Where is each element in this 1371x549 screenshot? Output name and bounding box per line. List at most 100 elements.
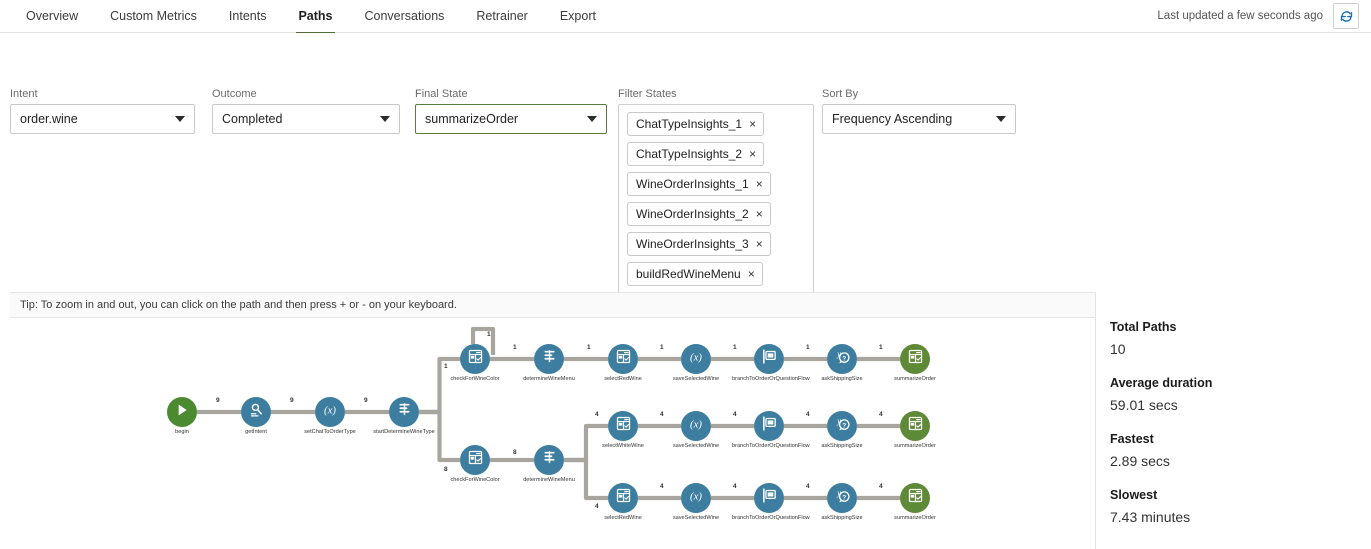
intent-select-value: order.wine	[20, 112, 78, 126]
nav-tab-overview[interactable]: Overview	[26, 9, 79, 23]
filter-state-chip[interactable]: buildRedWineMenu ×	[627, 262, 763, 286]
filter-state-chip[interactable]: WineOrderInsights_2 ×	[627, 202, 771, 226]
top-navigation-bar: Overview Custom Metrics Intents Paths Conver…	[0, 0, 1371, 34]
outcome-filter-group: Outcome Completed	[212, 88, 400, 134]
filter-state-chip[interactable]: WineOrderInsights_3 ×	[627, 232, 771, 256]
card-icon	[467, 348, 484, 370]
graph-node-save2[interactable]: (x)	[681, 411, 711, 441]
graph-node-sum3[interactable]	[900, 483, 930, 513]
variable-icon: (x)	[686, 416, 706, 437]
filter-state-chip-label: WineOrderInsights_2	[636, 207, 749, 221]
graph-node-det2[interactable]	[534, 445, 564, 475]
svg-text:?: ?	[842, 494, 846, 501]
filter-state-chip[interactable]: WineOrderInsights_1×	[627, 172, 771, 196]
stat-title: Average duration	[1110, 376, 1213, 390]
graph-node-branch3[interactable]	[754, 483, 784, 513]
chevron-down-icon	[996, 116, 1006, 122]
filter-states-group: Filter States ChatTypeInsights_1×ChatTyp…	[618, 88, 814, 323]
nav-tab-paths[interactable]: Paths	[282, 0, 348, 34]
remove-chip-icon[interactable]: ×	[749, 147, 757, 161]
graph-node-begin[interactable]	[167, 397, 197, 427]
final-state-select[interactable]: summarizeOrder	[415, 104, 607, 134]
stat-value: 59.01 secs	[1110, 397, 1178, 413]
intent-icon	[248, 401, 265, 423]
variable-icon: (x)	[320, 402, 340, 423]
graph-edge	[419, 356, 460, 415]
svg-text:(x): (x)	[324, 404, 336, 416]
outcome-select-value: Completed	[222, 112, 283, 126]
play-icon	[174, 402, 190, 423]
card-icon	[615, 415, 632, 437]
card-icon	[615, 487, 632, 509]
nav-tab-export[interactable]: Export	[559, 9, 596, 23]
remove-chip-icon[interactable]: ×	[749, 117, 757, 131]
nav-tab-retrainer[interactable]: Retrainer	[476, 9, 528, 23]
svg-text:(x): (x)	[690, 490, 702, 502]
svg-text:?: ?	[842, 355, 846, 362]
graph-node-ship2[interactable]: y?	[827, 411, 857, 441]
graph-node-sum1[interactable]	[900, 344, 930, 374]
sort-by-select[interactable]: Frequency Ascending	[822, 104, 1016, 134]
graph-node-startDet[interactable]	[389, 397, 419, 427]
remove-chip-icon[interactable]: ×	[755, 237, 763, 251]
graph-node-branch2[interactable]	[754, 411, 784, 441]
chevron-down-icon	[587, 116, 597, 122]
graph-node-ship3[interactable]: y?	[827, 483, 857, 513]
graph-edge	[564, 457, 608, 501]
nav-tab-custom-metrics[interactable]: Custom Metrics	[110, 9, 197, 23]
svg-text:(x): (x)	[690, 351, 702, 363]
card-icon	[907, 348, 924, 370]
graph-edge	[564, 423, 608, 463]
intent-filter-group: Intent order.wine	[10, 88, 195, 134]
graph-node-selWhite[interactable]	[608, 411, 638, 441]
filter-state-chip[interactable]: ChatTypeInsights_1 ×	[627, 112, 765, 136]
final-state-select-value: summarizeOrder	[425, 112, 519, 126]
filters-bar: Intent order.wine Outcome Completed Fina…	[0, 33, 1371, 323]
card-icon	[907, 487, 924, 509]
graph-node-ship1[interactable]: y?	[827, 344, 857, 374]
graph-node-selRed2[interactable]	[608, 483, 638, 513]
outcome-select[interactable]: Completed	[212, 104, 400, 134]
graph-node-branch1[interactable]	[754, 344, 784, 374]
refresh-button[interactable]	[1333, 3, 1359, 29]
card-icon	[907, 415, 924, 437]
graph-node-sum2[interactable]	[900, 411, 930, 441]
remove-chip-icon[interactable]: ×	[755, 207, 763, 221]
graph-node-save3[interactable]: (x)	[681, 483, 711, 513]
svg-text:y: y	[836, 349, 841, 359]
intent-select[interactable]: order.wine	[10, 104, 195, 134]
graph-node-chk2[interactable]	[460, 445, 490, 475]
sort-by-group: Sort By Frequency Ascending	[822, 88, 1016, 134]
sort-by-select-value: Frequency Ascending	[832, 112, 953, 126]
filter-state-chip-label: ChatTypeInsights_1	[636, 117, 743, 131]
nav-tab-intents[interactable]: Intents	[228, 9, 267, 23]
menu-icon	[541, 348, 558, 370]
filter-state-chip-label: WineOrderInsights_3	[636, 237, 749, 251]
graph-node-setChat[interactable]: (x)	[315, 397, 345, 427]
graph-node-chk1[interactable]	[460, 344, 490, 374]
card-icon	[615, 348, 632, 370]
tip-text: Tip: To zoom in and out, you can click o…	[20, 299, 457, 311]
nav-tab-conversations[interactable]: Conversations	[364, 9, 445, 23]
filter-state-chip-label: ChatTypeInsights_2	[636, 147, 743, 161]
filter-state-chip[interactable]: ChatTypeInsights_2 ×	[627, 142, 765, 166]
outcome-filter-label: Outcome	[212, 88, 257, 100]
last-updated-label: Last updated a few seconds ago	[1157, 10, 1323, 22]
sort-by-label: Sort By	[822, 88, 859, 100]
stat-title: Slowest	[1110, 488, 1158, 502]
graph-node-getIntent[interactable]	[241, 397, 271, 427]
remove-chip-icon[interactable]: ×	[747, 267, 755, 281]
graph-node-det1[interactable]	[534, 344, 564, 374]
remove-chip-icon[interactable]: ×	[755, 177, 763, 191]
menu-icon	[541, 449, 558, 471]
stat-value: 2.89 secs	[1110, 453, 1170, 469]
filter-states-chips-container[interactable]: ChatTypeInsights_1×ChatTypeInsights_2×Wi…	[618, 104, 814, 323]
graph-node-selRed1[interactable]	[608, 344, 638, 374]
filter-state-chip-label: buildRedWineMenu	[636, 267, 741, 281]
card-icon	[467, 449, 484, 471]
graph-node-save1[interactable]: (x)	[681, 344, 711, 374]
top-right-controls: Last updated a few seconds ago	[1157, 3, 1359, 29]
graph-edges	[197, 326, 900, 501]
question-icon: y?	[834, 487, 851, 509]
